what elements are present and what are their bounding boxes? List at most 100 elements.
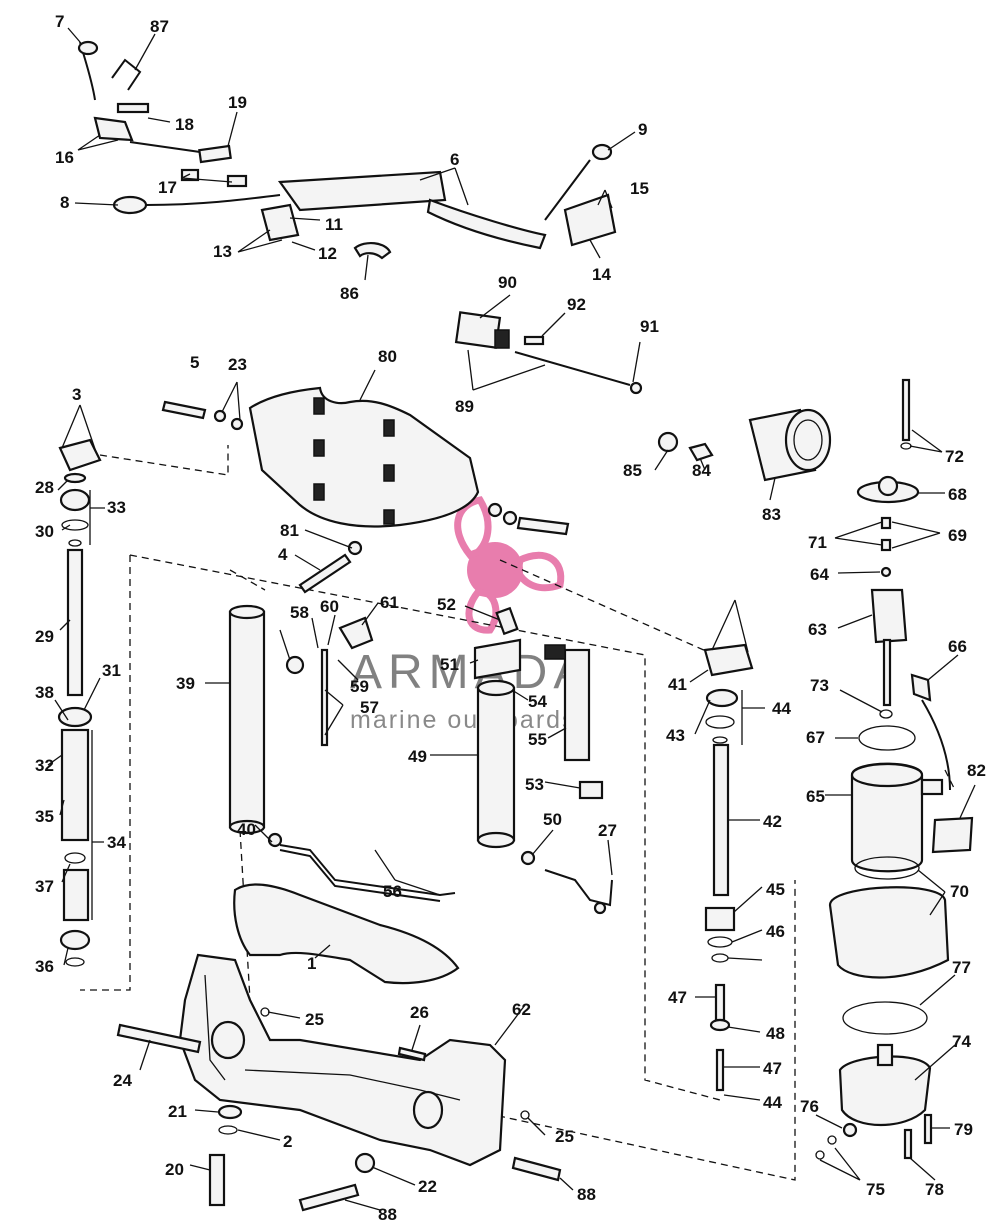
eye-61 bbox=[338, 616, 374, 650]
leader-line bbox=[371, 1166, 416, 1186]
ring-75 bbox=[815, 1150, 825, 1160]
watermark-logo: ARMADA marine outboards bbox=[350, 496, 585, 734]
leader-line bbox=[83, 677, 101, 711]
callout-label: 57 bbox=[360, 698, 379, 717]
leader-line bbox=[654, 449, 669, 471]
leader-line bbox=[189, 1164, 211, 1171]
callout-label: 86 bbox=[340, 284, 359, 303]
o-ring-44 bbox=[705, 715, 735, 729]
leader-line bbox=[267, 1011, 301, 1019]
reservoir-70 bbox=[828, 886, 950, 979]
callout-label: 36 bbox=[35, 957, 54, 976]
callout-label: 18 bbox=[175, 115, 194, 134]
leader-line bbox=[727, 1026, 761, 1033]
ring-46 bbox=[707, 936, 733, 948]
callout-label: 48 bbox=[766, 1024, 785, 1043]
fitting-50 bbox=[520, 850, 536, 866]
bolt-5 bbox=[161, 400, 207, 420]
leader-line bbox=[959, 784, 976, 819]
clip-25 bbox=[520, 1110, 530, 1120]
sleeve-51 bbox=[473, 638, 522, 680]
leader-line bbox=[57, 479, 69, 491]
leader-line bbox=[344, 1199, 381, 1211]
callout-label: 14 bbox=[592, 265, 611, 284]
cylinder-49-group bbox=[473, 606, 613, 915]
callout-label: 32 bbox=[35, 756, 54, 775]
sensor-90-end bbox=[494, 329, 510, 349]
callout-label: 61 bbox=[380, 593, 399, 612]
leader-line bbox=[324, 689, 344, 736]
armature-shaft bbox=[882, 638, 892, 707]
ring-28 bbox=[63, 472, 87, 484]
rod-29 bbox=[66, 548, 84, 697]
leader-line bbox=[59, 619, 71, 631]
callout-label: 23 bbox=[228, 355, 247, 374]
leader-line bbox=[359, 369, 376, 401]
callout-label: 16 bbox=[55, 148, 74, 167]
callout-label: 90 bbox=[498, 273, 517, 292]
ring-44 bbox=[711, 953, 729, 963]
housing-fitting bbox=[920, 778, 944, 796]
wire-66 bbox=[921, 699, 951, 791]
callout-label: 76 bbox=[800, 1097, 819, 1116]
callout-label: 30 bbox=[35, 522, 54, 541]
fasteners-bottom bbox=[116, 1007, 562, 1212]
washer-23 bbox=[487, 502, 503, 518]
leader-line bbox=[559, 1177, 574, 1191]
callout-label: 8 bbox=[60, 193, 69, 212]
callout-label: 25 bbox=[305, 1010, 324, 1029]
right-cylinder-assembly bbox=[703, 643, 754, 1092]
leader-line bbox=[541, 312, 566, 337]
leader-line bbox=[337, 659, 359, 681]
callout-label: 22 bbox=[418, 1177, 437, 1196]
seal-36 bbox=[59, 929, 91, 951]
o-ring-67 bbox=[858, 725, 916, 751]
callout-label: 72 bbox=[945, 447, 964, 466]
pump-shaft bbox=[876, 1043, 894, 1067]
fitting-54 bbox=[544, 644, 566, 660]
callout-label: 89 bbox=[455, 397, 474, 416]
callout-label: 11 bbox=[325, 215, 343, 234]
gauge-dial bbox=[793, 419, 823, 461]
hydraulic-line-56 bbox=[279, 849, 441, 902]
cylinder-39-group bbox=[228, 604, 374, 848]
wire bbox=[544, 159, 591, 221]
leader-line bbox=[464, 605, 501, 621]
leader-line bbox=[589, 239, 601, 259]
dashed-line bbox=[80, 555, 131, 991]
screw-78 bbox=[903, 1128, 913, 1160]
leader-line bbox=[909, 1157, 936, 1181]
leader-line bbox=[819, 1147, 861, 1181]
swivel-bracket-1 bbox=[233, 883, 460, 985]
leader-line bbox=[731, 929, 763, 943]
slot bbox=[383, 464, 395, 482]
washer-72 bbox=[900, 442, 912, 450]
leader-line bbox=[607, 131, 636, 151]
leader-line bbox=[837, 571, 881, 574]
callout-label: 31 bbox=[102, 661, 121, 680]
fitting-27 bbox=[593, 901, 607, 915]
callout-label: 19 bbox=[228, 93, 247, 112]
pin-47 bbox=[715, 1048, 725, 1092]
leader-line bbox=[47, 754, 63, 766]
leader-line bbox=[891, 521, 941, 549]
dashed-line bbox=[944, 769, 956, 791]
pump-74 bbox=[838, 1055, 932, 1126]
clamp-86 bbox=[353, 242, 392, 260]
leader-line bbox=[632, 341, 641, 383]
callout-label: 13 bbox=[213, 242, 232, 261]
watermark-subtitle: marine outboards bbox=[350, 706, 577, 734]
watermark-propeller-blade bbox=[514, 551, 565, 592]
callout-label: 63 bbox=[808, 620, 827, 639]
callout-label: 25 bbox=[555, 1127, 574, 1146]
cover-plate-slots bbox=[313, 397, 395, 525]
callout-label: 3 bbox=[72, 385, 81, 404]
pin-24 bbox=[511, 1156, 562, 1182]
trim-gauge-group bbox=[657, 408, 832, 482]
leader-line bbox=[689, 669, 709, 683]
callout-label: 20 bbox=[165, 1160, 184, 1179]
bushing-3 bbox=[703, 643, 754, 677]
harness-sleeve-6 bbox=[426, 198, 547, 250]
washer-2 bbox=[218, 1125, 238, 1135]
ring-37 bbox=[64, 852, 86, 864]
